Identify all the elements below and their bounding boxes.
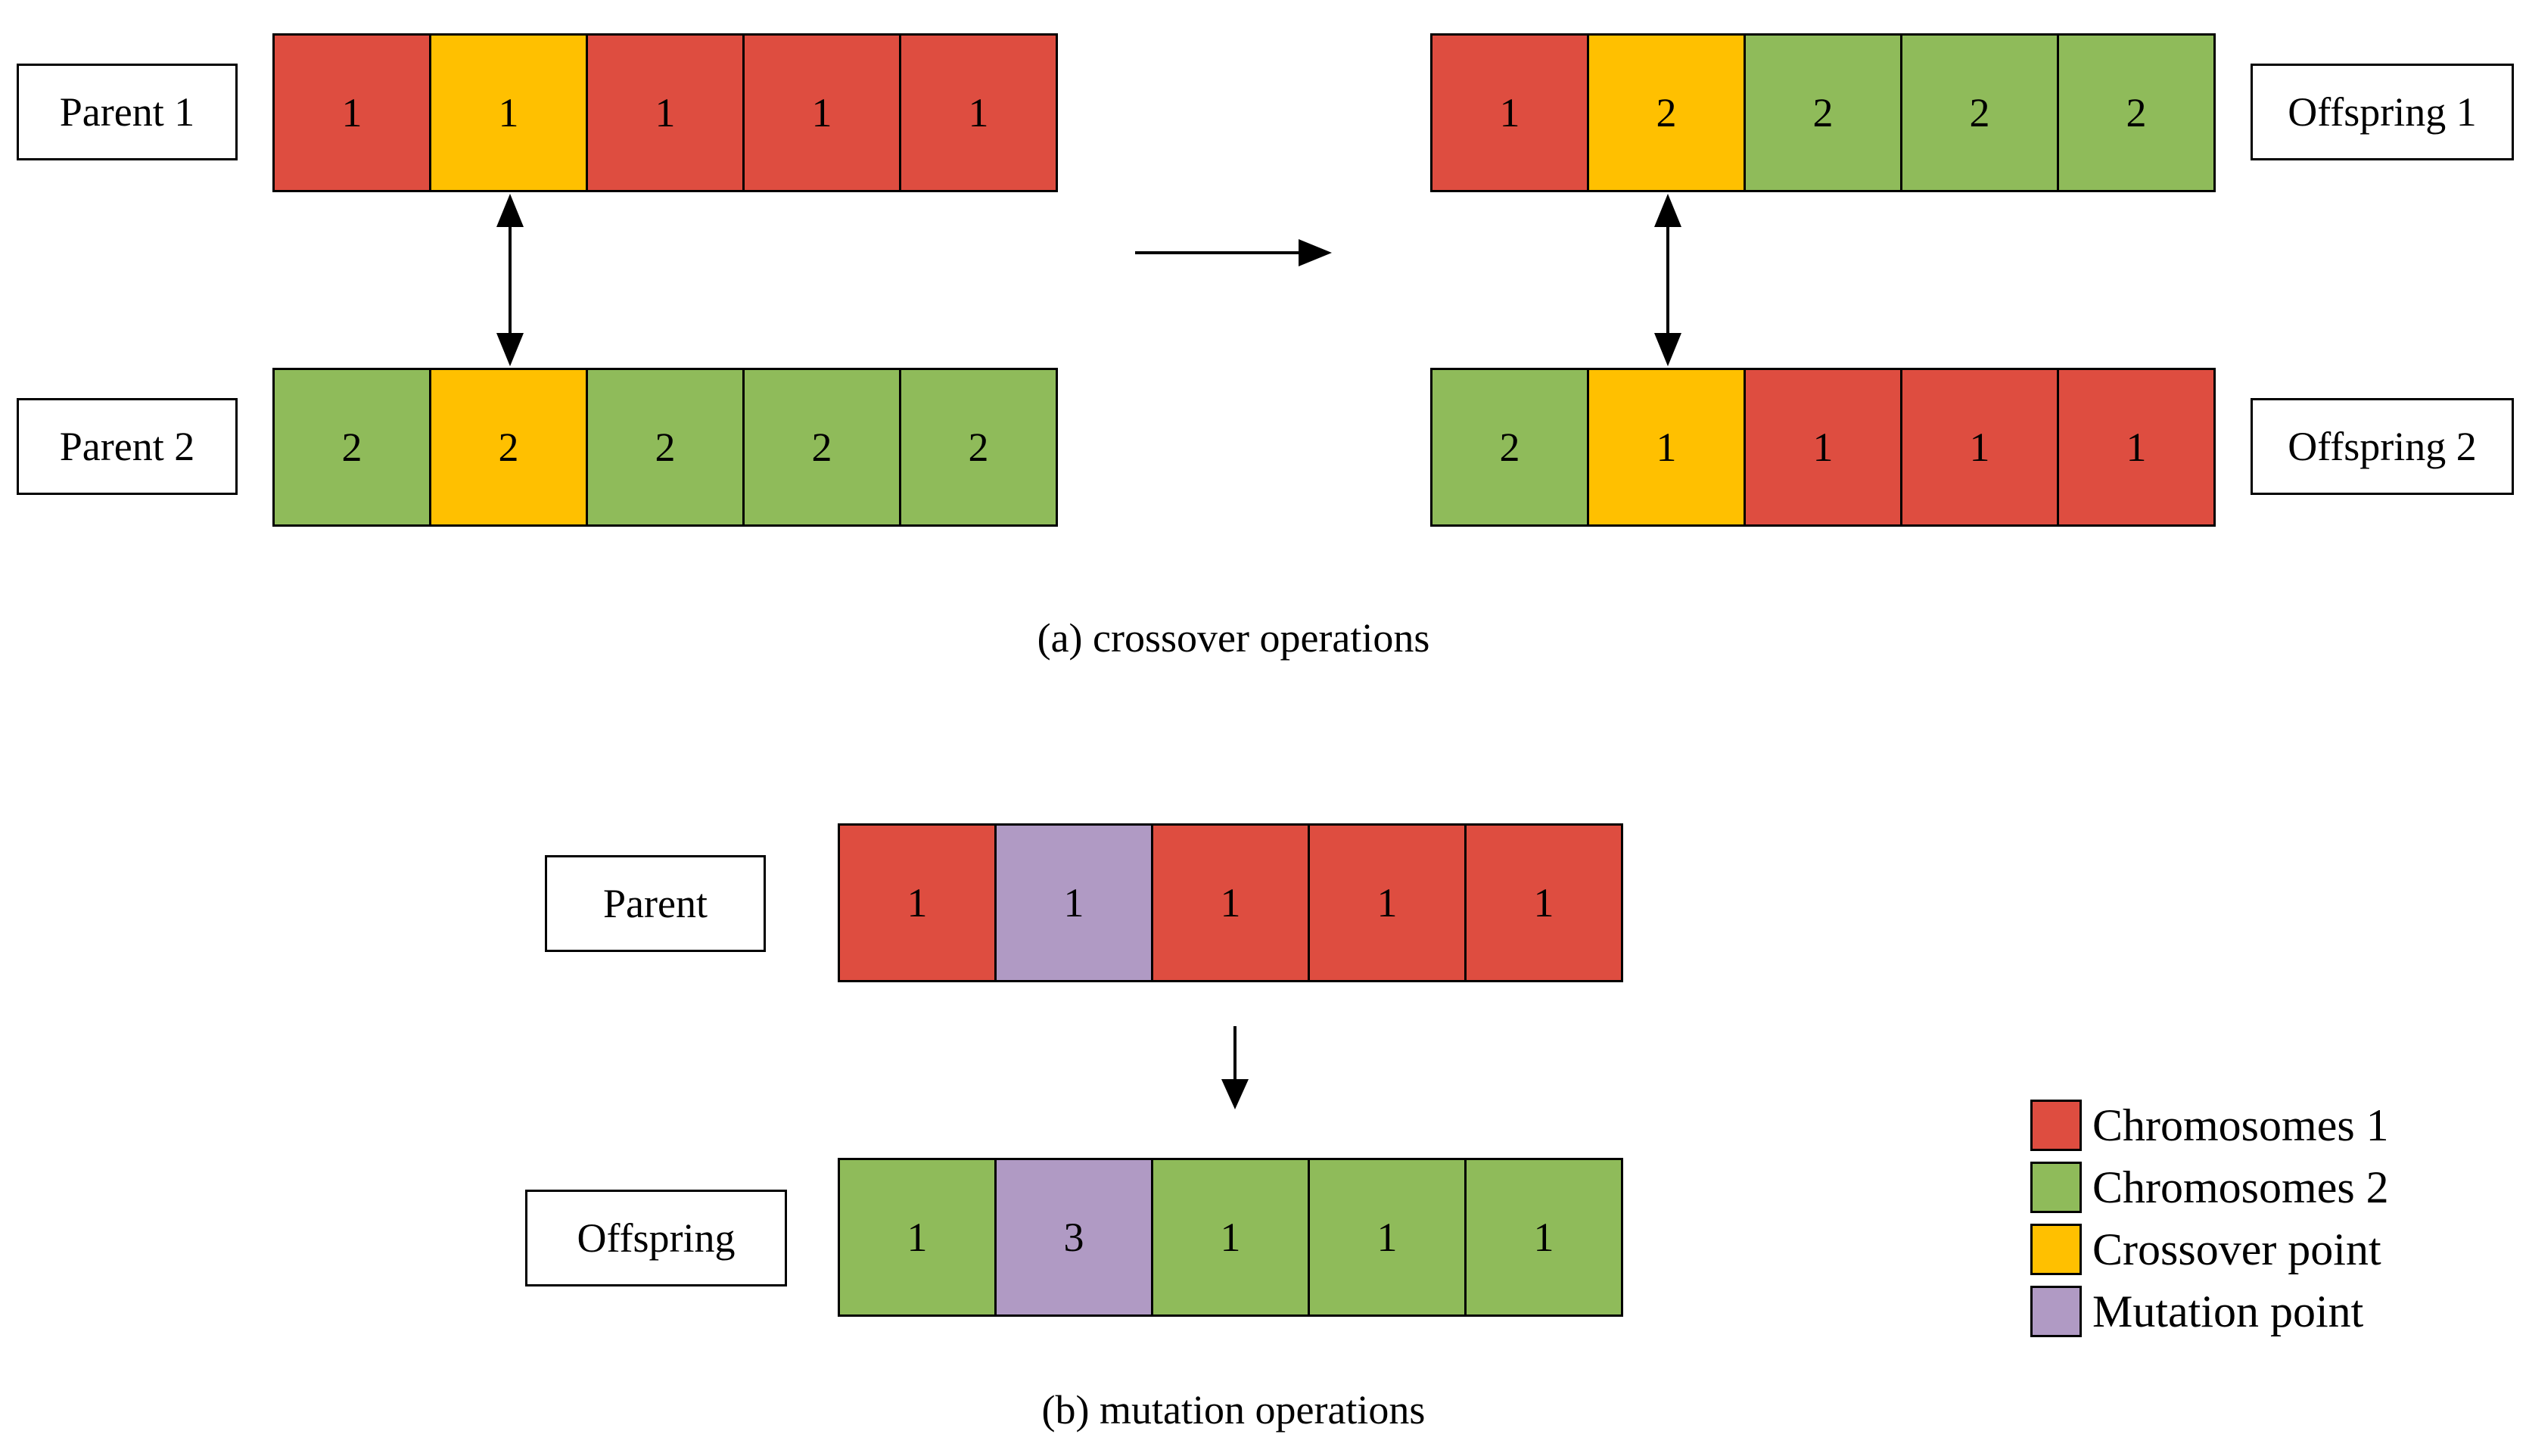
gene-cell: 1 bbox=[994, 823, 1153, 982]
gene-cell: 2 bbox=[2057, 33, 2216, 192]
legend-item: Chromosomes 1 bbox=[2030, 1094, 2389, 1156]
gene-cell: 1 bbox=[1464, 823, 1623, 982]
gene-cell: 1 bbox=[1464, 1158, 1623, 1317]
gene-cell: 1 bbox=[272, 33, 431, 192]
legend-label: Crossover point bbox=[2092, 1224, 2381, 1274]
mutation-parent-label: Parent bbox=[545, 855, 766, 952]
mutation-caption: (b) mutation operations bbox=[1041, 1387, 1426, 1433]
gene-cell: 1 bbox=[899, 33, 1058, 192]
gene-cell: 3 bbox=[994, 1158, 1153, 1317]
legend-swatch bbox=[2030, 1100, 2082, 1151]
legend-swatch bbox=[2030, 1224, 2082, 1275]
gene-cell: 2 bbox=[1587, 33, 1746, 192]
crossover-result-arrow bbox=[1135, 239, 1332, 266]
gene-cell: 1 bbox=[2057, 368, 2216, 527]
parent2-label: Parent 2 bbox=[17, 398, 238, 495]
gene-cell: 1 bbox=[1430, 33, 1589, 192]
gene-cell: 1 bbox=[1744, 368, 1902, 527]
gene-cell: 2 bbox=[586, 368, 745, 527]
mutation-offspring-label: Offspring bbox=[525, 1190, 787, 1286]
gene-cell: 1 bbox=[742, 33, 901, 192]
offspring-swap-double-arrow bbox=[1654, 194, 1681, 366]
legend-item: Mutation point bbox=[2030, 1280, 2389, 1342]
gene-cell: 2 bbox=[1744, 33, 1902, 192]
legend-label: Chromosomes 1 bbox=[2092, 1100, 2389, 1150]
legend-swatch bbox=[2030, 1286, 2082, 1337]
legend-label: Mutation point bbox=[2092, 1286, 2364, 1336]
gene-cell: 1 bbox=[586, 33, 745, 192]
gene-cell: 1 bbox=[838, 1158, 997, 1317]
crossover-caption: (a) crossover operations bbox=[1037, 615, 1430, 661]
gene-cell: 2 bbox=[899, 368, 1058, 527]
gene-cell: 2 bbox=[272, 368, 431, 527]
legend-swatch bbox=[2030, 1162, 2082, 1213]
parent-swap-double-arrow bbox=[496, 194, 524, 366]
gene-cell: 2 bbox=[429, 368, 588, 527]
offspring2-label: Offspring 2 bbox=[2251, 398, 2514, 495]
gene-cell: 1 bbox=[1151, 1158, 1310, 1317]
legend-item: Chromosomes 2 bbox=[2030, 1156, 2389, 1218]
offspring1-label: Offspring 1 bbox=[2251, 64, 2514, 160]
gene-cell: 1 bbox=[1587, 368, 1746, 527]
gene-cell: 1 bbox=[1308, 823, 1467, 982]
gene-cell: 1 bbox=[1308, 1158, 1467, 1317]
mutation-result-arrow bbox=[1221, 1026, 1249, 1109]
parent1-label: Parent 1 bbox=[17, 64, 238, 160]
gene-cell: 2 bbox=[1430, 368, 1589, 527]
legend-item: Crossover point bbox=[2030, 1218, 2389, 1280]
legend: Chromosomes 1 Chromosomes 2 Crossover poin… bbox=[2030, 1094, 2389, 1342]
legend-label: Chromosomes 2 bbox=[2092, 1162, 2389, 1212]
